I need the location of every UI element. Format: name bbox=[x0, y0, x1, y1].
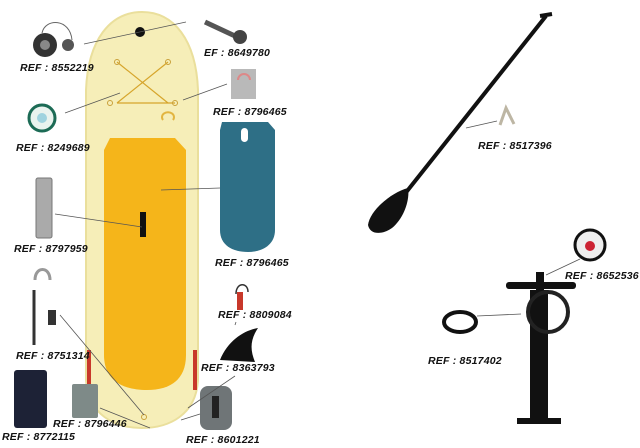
leash-icon bbox=[32, 268, 56, 345]
sup-board bbox=[85, 10, 199, 430]
fin-screw-icon bbox=[235, 284, 249, 310]
label-bungee-cord: REF : 8249689 bbox=[16, 142, 90, 154]
label-fin-screw: REF : 8809084 bbox=[218, 309, 292, 321]
leader-lines bbox=[54, 21, 581, 429]
label-handle: REF : 8797959 bbox=[14, 243, 88, 255]
paddle-clip-icon bbox=[498, 104, 516, 126]
fin-box-icon bbox=[200, 386, 232, 430]
label-paddle-clip: REF : 8517396 bbox=[478, 140, 552, 152]
label-repair-patch: REF : 8796446 bbox=[53, 418, 127, 430]
fin-icon bbox=[220, 328, 258, 362]
bungee-spool-icon bbox=[27, 103, 57, 133]
handle-icon bbox=[35, 177, 53, 239]
label-fin-box: REF : 8601221 bbox=[186, 434, 260, 446]
valve-wrench-icon bbox=[203, 19, 247, 44]
label-fin: REF : 8363793 bbox=[201, 362, 275, 374]
label-leash: REF : 8751314 bbox=[16, 350, 90, 362]
label-d-ring: REF : 8796465 bbox=[213, 106, 287, 118]
label-valve-wrench: EF : 8649780 bbox=[204, 47, 271, 59]
pressure-gauge-icon bbox=[573, 228, 607, 262]
label-traction-pad: REF : 8796465 bbox=[215, 257, 289, 269]
repair-patch-icon bbox=[72, 384, 98, 418]
pump-hose-icon bbox=[442, 310, 478, 334]
d-ring-icon bbox=[231, 69, 256, 99]
backpack-icon bbox=[14, 370, 47, 428]
traction-pad-icon bbox=[220, 122, 275, 252]
label-pressure-gauge: REF : 8652536 bbox=[565, 270, 639, 282]
valve-icon bbox=[33, 22, 74, 57]
paddle-icon bbox=[368, 12, 553, 233]
label-backpack: REF : 8772115 bbox=[2, 431, 76, 443]
pump-icon bbox=[506, 272, 576, 424]
label-pump-hose: REF : 8517402 bbox=[428, 355, 502, 367]
label-valve: REF : 8552219 bbox=[20, 62, 94, 74]
